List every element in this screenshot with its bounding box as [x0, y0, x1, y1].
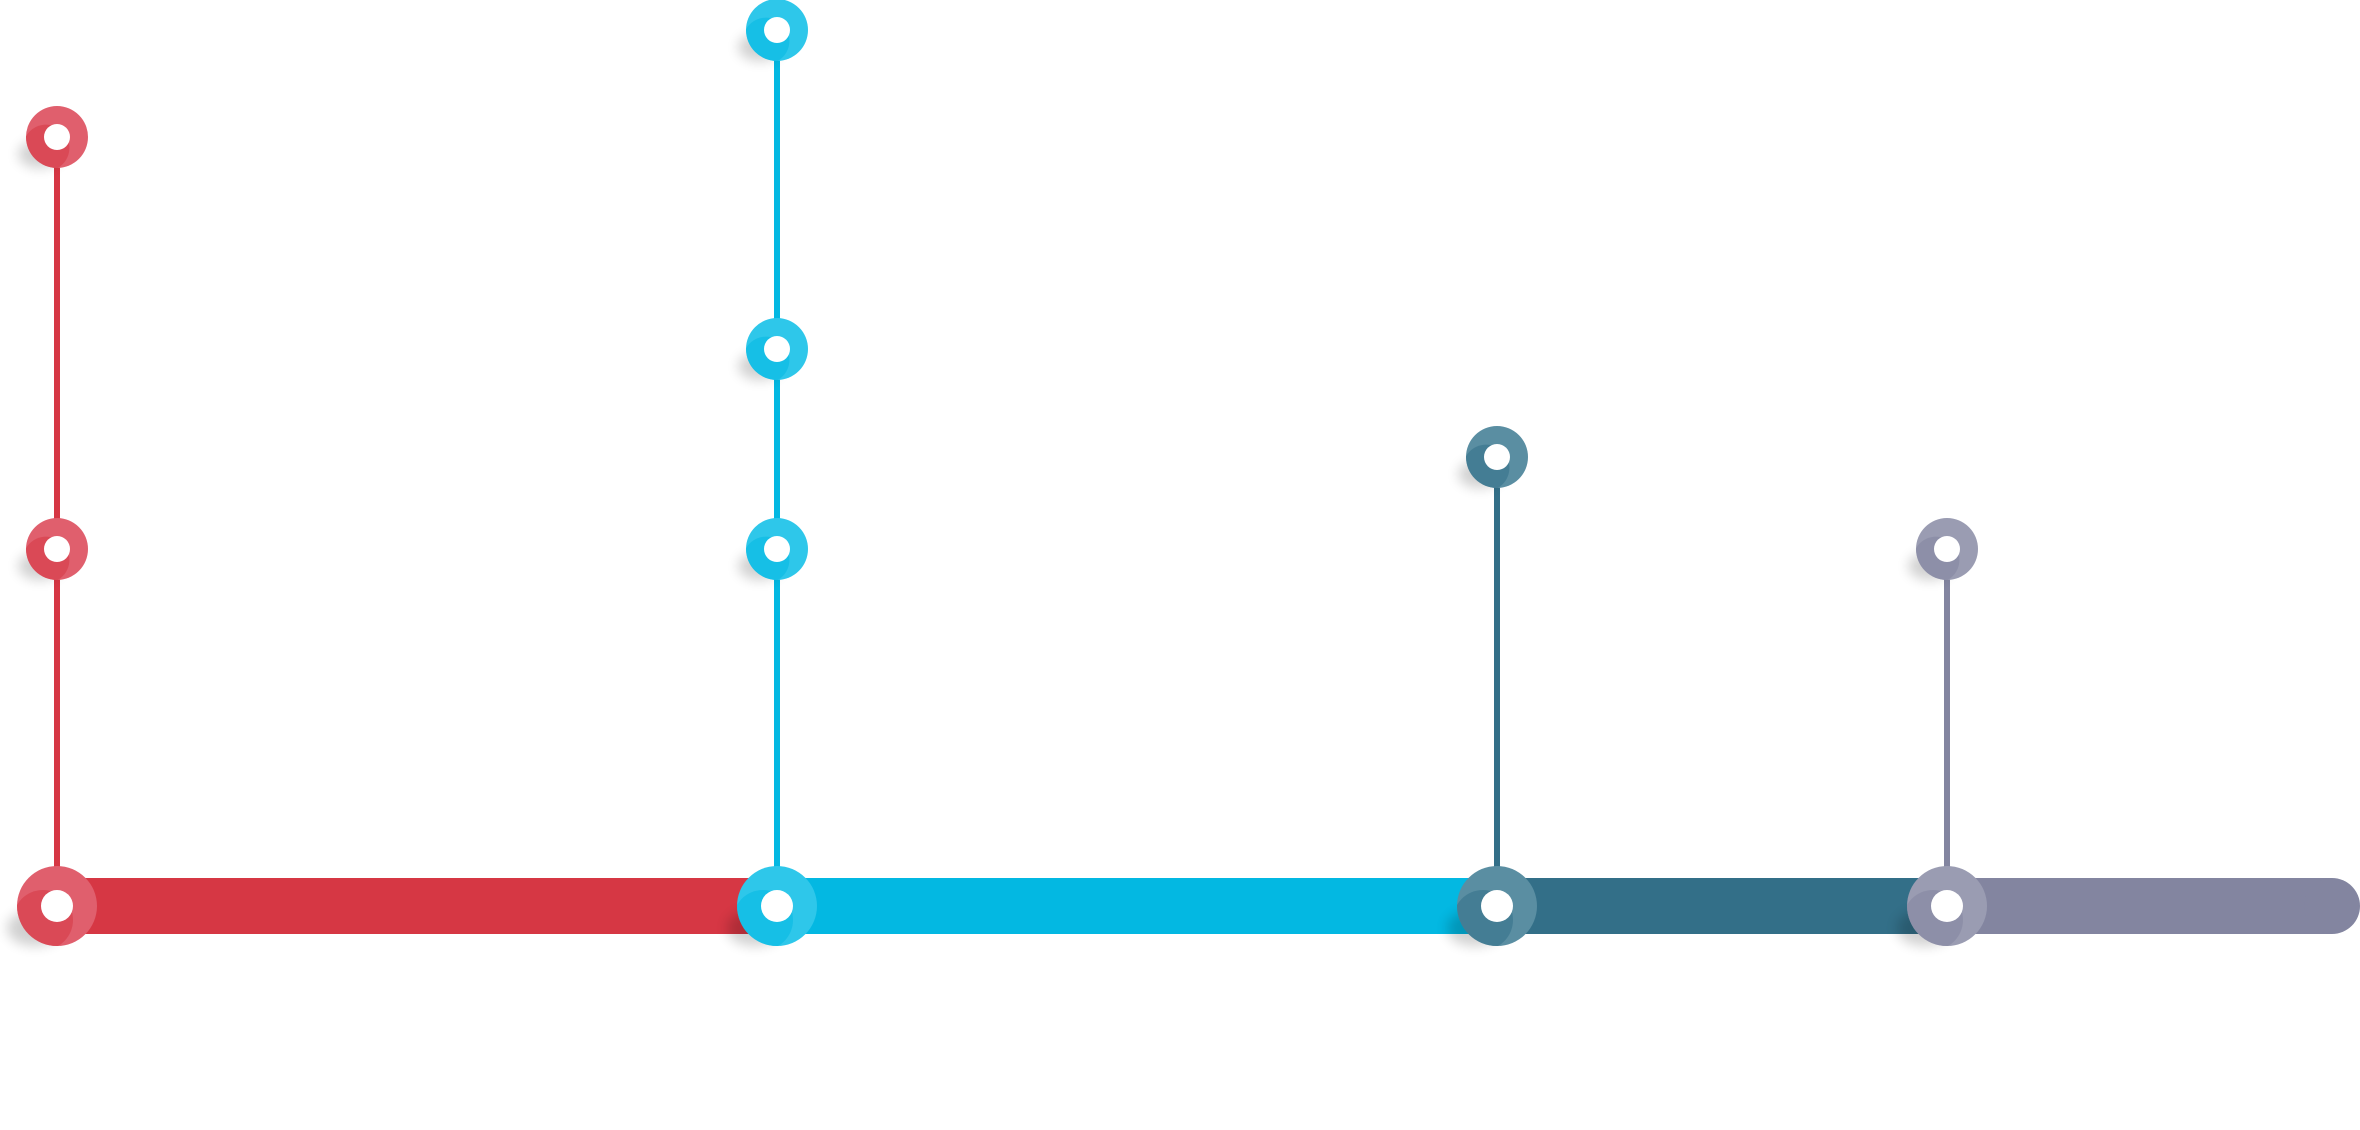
bar-segment-2: [777, 878, 1497, 934]
stem-2-marker-3: [738, 518, 808, 580]
timeline-bar: [57, 878, 2360, 934]
stem-1-marker-2: [18, 518, 88, 580]
stem-2-marker-3-hole: [764, 536, 790, 562]
bar-segment-4: [1947, 878, 2332, 934]
stem-4-marker-1: [1908, 518, 1978, 580]
stem-3-marker-1-hole: [1484, 444, 1510, 470]
stem-4-marker-1-hole: [1934, 536, 1960, 562]
stem-2-marker-1-hole: [764, 17, 790, 43]
timeline-bar-markers: [7, 866, 1987, 946]
stem-2-marker-2: [738, 318, 808, 380]
bar-segment-1: [57, 878, 777, 934]
stem-3-marker-1: [1458, 426, 1528, 488]
stem-2-marker-2-hole: [764, 336, 790, 362]
bar-node-3-hole: [1481, 890, 1513, 922]
stem-2: [738, 0, 808, 906]
stem-4: [1908, 518, 1978, 906]
bar-node-1-hole: [41, 890, 73, 922]
bar-node-2: [727, 866, 817, 946]
bar-end-cap: [2304, 878, 2360, 934]
stem-1: [18, 106, 88, 906]
stem-1-marker-2-hole: [44, 536, 70, 562]
bar-node-2-hole: [761, 890, 793, 922]
timeline-stems: [18, 0, 1978, 906]
stem-3: [1458, 426, 1528, 906]
stem-1-marker-1-hole: [44, 124, 70, 150]
stem-2-marker-1: [738, 0, 808, 61]
bar-node-4: [1897, 866, 1987, 946]
bar-node-1: [7, 866, 97, 946]
bar-node-4-hole: [1931, 890, 1963, 922]
bar-segment-3: [1497, 878, 1947, 934]
stem-1-marker-1: [18, 106, 88, 168]
bar-node-3: [1447, 866, 1537, 946]
